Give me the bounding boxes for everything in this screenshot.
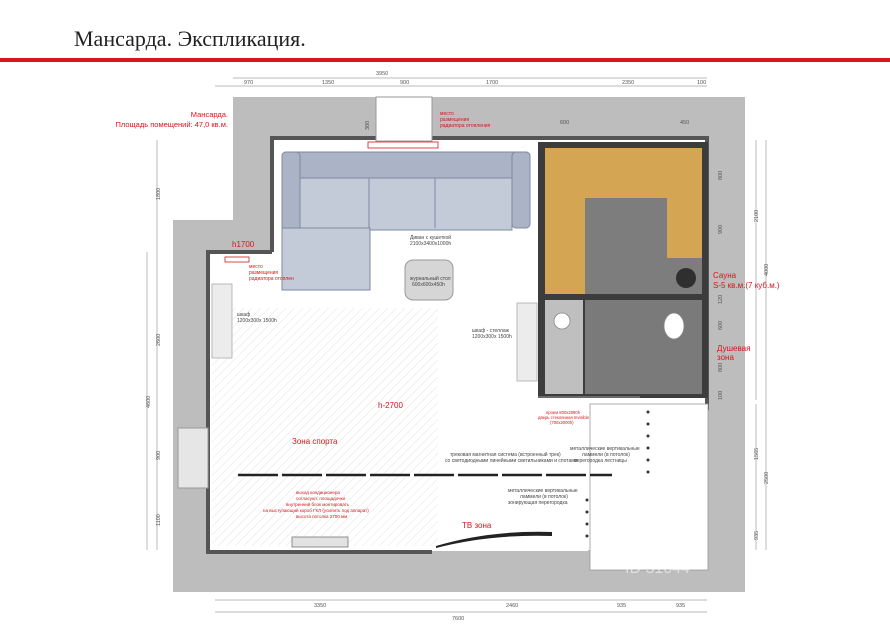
dim-inner: 800	[718, 171, 724, 180]
radiator-top-label: радиатора отопления	[440, 123, 491, 129]
shower-room	[585, 300, 702, 394]
cabinet-right	[516, 302, 538, 382]
ac-label: высота потолка 2700 мм	[296, 514, 347, 519]
glass-door-label: дверь стеклянная Invisible	[538, 415, 590, 420]
lamella-zone-label: ламмели (в потолок)	[520, 494, 568, 500]
window-left	[177, 427, 209, 489]
glass-door-label: (700x2000h)	[550, 420, 574, 425]
radiator-top-label: размещения	[440, 117, 469, 123]
sofa	[281, 151, 531, 291]
glass-door-label: проем 800x2080h	[546, 410, 581, 415]
dim-bottom: 935	[617, 603, 626, 609]
dim-left: 1100	[156, 514, 162, 526]
radiator-left-label: радиатора отоплен	[249, 276, 294, 282]
table-label: 600x600x450h	[412, 282, 445, 288]
watermark: ID 31044	[625, 560, 690, 577]
ac-label: внутренний блок монтировать	[286, 501, 350, 507]
summary-title: Мансарда.	[191, 110, 228, 119]
shower-label: зона	[717, 353, 734, 362]
dim-bottom: 3350	[314, 603, 326, 609]
lamella-zone-label: зонирующая перегородка	[508, 500, 568, 506]
radiator-left-label: размещения	[249, 270, 278, 276]
dim-top: 900	[400, 80, 409, 86]
ac-label: согласуют, площадочки	[296, 496, 345, 501]
radiator-top	[367, 141, 439, 149]
dim-inner: 900	[718, 225, 724, 234]
dim-right: 1565	[754, 448, 760, 460]
dim-left: 1800	[156, 188, 162, 200]
radiator-left-label: место	[249, 264, 263, 270]
table-label: журнальный стол	[410, 275, 451, 282]
dim-right: 2100	[754, 210, 760, 222]
dim-left: 4600	[146, 396, 152, 408]
dim-inner: 450	[680, 120, 689, 126]
sauna-bench	[667, 198, 702, 258]
sauna-label: Сауна	[713, 271, 737, 280]
radiator-left	[224, 256, 250, 263]
sport-zone-floor	[212, 308, 438, 546]
dim-inner: 100	[718, 391, 724, 400]
dim-bottom: 2460	[506, 603, 518, 609]
stairs-area	[589, 403, 709, 571]
dim-inner: 380	[365, 121, 371, 130]
dim-left: 2600	[156, 334, 162, 346]
dim-top: 100	[697, 80, 706, 86]
dim-inner: 800	[718, 363, 724, 372]
cabinet-left-label: шкаф	[237, 312, 250, 318]
cabinet-left	[211, 283, 233, 359]
track-label: со светодиодными линейными светильниками…	[445, 457, 578, 464]
cabinet-right-label: шкаф - стеллаж	[472, 328, 510, 334]
radiator-top-label: место	[440, 111, 454, 117]
sauna-bench	[585, 148, 702, 198]
track-label: трековая магнитная система (встроенный т…	[450, 451, 561, 458]
lamella-zone-label: металлические вертикальные	[508, 488, 578, 494]
dim-top: 1350	[322, 80, 334, 86]
dim-bottom: 935	[676, 603, 685, 609]
ac-label: на выступающий короб ГКЛ (усилить под ап…	[263, 507, 369, 513]
sink-icon	[553, 312, 571, 330]
sofa-label: Диван с кушеткой	[410, 234, 451, 241]
cabinet-right-label: 1200x300x 1500h	[472, 334, 512, 340]
coffee-table	[404, 259, 454, 301]
dim-inner: 600	[718, 321, 724, 330]
summary-area: Площадь помещений: 47,0 кв.м.	[115, 120, 228, 129]
ac-unit	[291, 536, 349, 548]
dim-top: 2350	[622, 80, 634, 86]
tv-zone-label: ТВ зона	[462, 521, 492, 530]
dimension-lines	[146, 77, 767, 613]
dim-inner: 600	[560, 120, 569, 126]
dim-total-bottom: 7600	[452, 616, 464, 622]
room-interior-bottom	[208, 545, 588, 551]
dim-top: 970	[244, 80, 253, 86]
height-label: h1700	[232, 240, 255, 249]
tv-console	[436, 531, 552, 548]
dim-inner: 120	[718, 295, 724, 304]
lamella-stairs-label: ламмели (в потолок)	[582, 452, 630, 458]
dim-left: 900	[156, 451, 162, 460]
dim-right: 935	[754, 531, 760, 540]
dim-top: 1700	[486, 80, 498, 86]
lamella-stairs-label: перегородка лестницы	[574, 458, 627, 464]
title-underline	[0, 58, 890, 62]
toilet-icon	[663, 312, 685, 340]
wall	[206, 250, 432, 554]
shower-label: Душевая	[717, 344, 750, 353]
ac-label: выход кондиционера	[296, 490, 340, 495]
lamella-dots	[585, 410, 650, 538]
sofa-label: 2100x3400x1000h	[410, 241, 451, 247]
window-top	[375, 96, 433, 142]
roof-outline-bottom	[215, 570, 745, 592]
height-label: h-2700	[378, 401, 403, 410]
dim-total-top: 3950	[376, 71, 388, 77]
sauna-label: S-5 кв.м.(7 куб.м.)	[713, 281, 780, 290]
dim-right: 2500	[764, 472, 770, 484]
sport-zone-label: Зона спорта	[292, 437, 338, 446]
page-title: Мансарда. Экспликация.	[74, 26, 306, 51]
sauna-stove-icon	[676, 268, 696, 288]
sauna-bench	[545, 148, 585, 294]
cabinet-left-label: 1200x300x 1500h	[237, 318, 277, 324]
dim-right: 4000	[764, 264, 770, 276]
lamella-stairs-label: металлические вертикальные	[570, 446, 640, 452]
